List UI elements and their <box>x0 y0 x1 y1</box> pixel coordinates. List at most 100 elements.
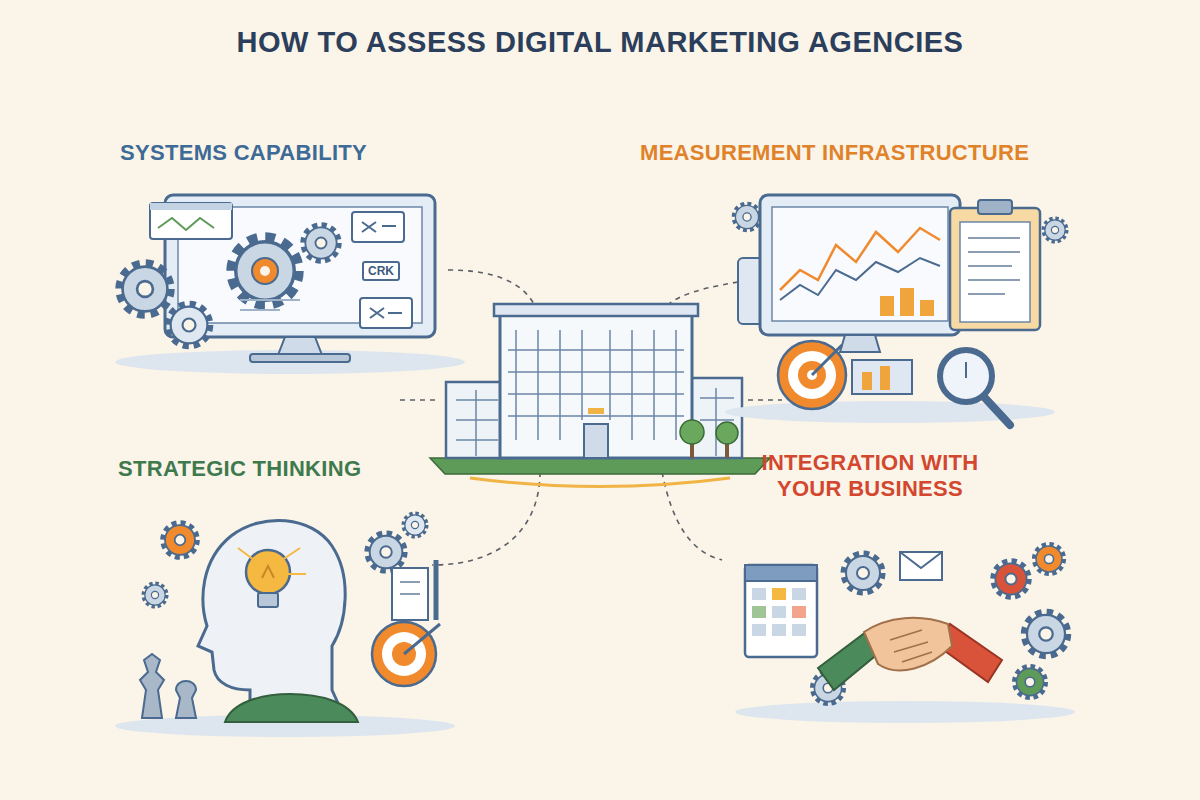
measurement-illustration-part <box>780 228 940 290</box>
strategic-illustration-part <box>400 593 420 595</box>
measurement-illustration-part-part <box>968 251 1020 253</box>
section-group: MEASUREMENT INFRASTRUCTURE <box>640 140 1029 166</box>
section-heading: SYSTEMS CAPABILITY <box>120 140 367 166</box>
integration-illustration-part <box>1015 667 1045 697</box>
integration-illustration-part-part <box>752 606 766 618</box>
systems-illustration-part <box>360 298 412 328</box>
measurement-illustration-part-part <box>968 279 1020 281</box>
measurement-illustration-part-part <box>968 237 1020 239</box>
integration-illustration-part <box>900 552 942 580</box>
integration-illustration-part <box>994 562 1029 597</box>
systems-illustration-part <box>260 266 270 276</box>
building-figure-part <box>584 424 608 458</box>
strategic-illustration-part <box>225 694 358 722</box>
building-figure-part-part <box>700 397 734 399</box>
strategic-illustration-part <box>163 523 196 556</box>
dashed-leader <box>400 270 782 565</box>
strategic-illustration-part <box>258 593 278 607</box>
strategic-illustration-part <box>238 548 306 574</box>
building-figure-part-part <box>508 393 684 395</box>
strategic-illustration-part <box>262 566 274 578</box>
building-figure-part-part <box>508 349 684 351</box>
building-figure-part <box>716 422 738 444</box>
systems-illustration-part <box>352 212 404 242</box>
systems-illustration-part <box>115 350 465 374</box>
strategic-illustration-part <box>404 514 427 537</box>
building-figure-part-part <box>581 330 583 420</box>
building-figure-part-part <box>508 415 684 417</box>
integration-illustration-part <box>745 565 817 657</box>
building-figure-part-part <box>653 330 655 440</box>
systems-illustration-part <box>158 218 214 230</box>
systems-illustration <box>115 195 465 374</box>
systems-illustration-part <box>232 238 297 303</box>
measurement-illustration-part <box>852 360 912 394</box>
integration-illustration-part <box>745 565 817 581</box>
building-figure-part <box>588 408 604 414</box>
strategic-illustration-part <box>246 550 290 594</box>
building-figure-part-part <box>508 371 684 373</box>
screen-tag: CRK <box>362 261 400 281</box>
integration-illustration-part-part <box>772 588 786 600</box>
building-figure-part-part <box>559 330 561 440</box>
measurement-illustration-part <box>778 341 846 409</box>
integration-illustration-part <box>752 588 806 636</box>
measurement-illustration-part <box>840 335 880 352</box>
building-figure-part <box>500 312 692 458</box>
integration-illustration-part-part <box>752 588 766 600</box>
systems-illustration-part <box>150 203 232 239</box>
section-group: INTEGRATION WITH YOUR BUSINESS <box>730 450 1010 503</box>
measurement-illustration-part <box>900 288 914 316</box>
measurement-illustration-part <box>1044 219 1067 242</box>
systems-illustration-part <box>278 337 322 355</box>
dashed-leader-part <box>400 399 440 401</box>
systems-illustration-part <box>120 264 170 314</box>
strategic-illustration-part <box>392 568 428 620</box>
integration-illustration-part <box>900 552 942 568</box>
integration-illustration-part <box>864 618 952 671</box>
systems-illustration-part <box>250 354 350 362</box>
measurement-illustration-part <box>950 208 1040 330</box>
strategic-illustration-part <box>176 681 196 718</box>
measurement-illustration-part <box>772 207 948 321</box>
measurement-illustration-part <box>880 366 890 390</box>
section-group: STRATEGIC THINKING <box>118 456 361 482</box>
strategic-illustration-part <box>434 560 439 620</box>
measurement-illustration-part <box>880 296 894 316</box>
title: HOW TO ASSESS DIGITAL MARKETING AGENCIES <box>0 26 1200 59</box>
systems-illustration-part <box>362 222 396 232</box>
dashed-leader-part <box>748 399 782 401</box>
measurement-illustration-part <box>978 200 1012 214</box>
measurement-illustration-part <box>968 238 1020 294</box>
integration-illustration-part-part <box>772 624 786 636</box>
measurement-illustration-part <box>960 222 1030 322</box>
section-heading: INTEGRATION WITH YOUR BUSINESS <box>730 450 1010 503</box>
measurement-illustration-part-part <box>968 265 1012 267</box>
building-figure-part-part <box>715 388 717 456</box>
strategic-illustration-part <box>400 581 420 583</box>
integration-illustration-part-part <box>752 624 766 636</box>
building-figure-part <box>680 420 704 444</box>
strategic-illustration-part <box>198 520 345 712</box>
systems-illustration-part <box>252 258 278 284</box>
integration-illustration-part-part <box>772 606 786 618</box>
building-figure-part-part <box>456 439 498 441</box>
measurement-illustration-part <box>862 372 872 390</box>
systems-illustration-part <box>304 226 339 261</box>
strategic-illustration-part <box>368 534 404 570</box>
integration-illustration-part-part <box>792 588 806 600</box>
integration-illustration-part <box>735 701 1075 723</box>
measurement-illustration-part-part <box>968 293 1005 295</box>
integration-illustration-part-part <box>792 624 806 636</box>
measurement-illustration-part <box>760 195 960 335</box>
building-figure-part <box>494 304 698 316</box>
section-group: SYSTEMS CAPABILITY <box>120 140 367 166</box>
strategic-illustration <box>115 514 455 737</box>
measurement-illustration-part <box>940 350 992 402</box>
integration-illustration <box>735 545 1075 723</box>
building-figure-part-part <box>456 399 498 401</box>
measurement-illustration-part <box>780 258 940 300</box>
building-figure-part <box>430 458 770 474</box>
integration-illustration-part <box>1035 545 1064 574</box>
